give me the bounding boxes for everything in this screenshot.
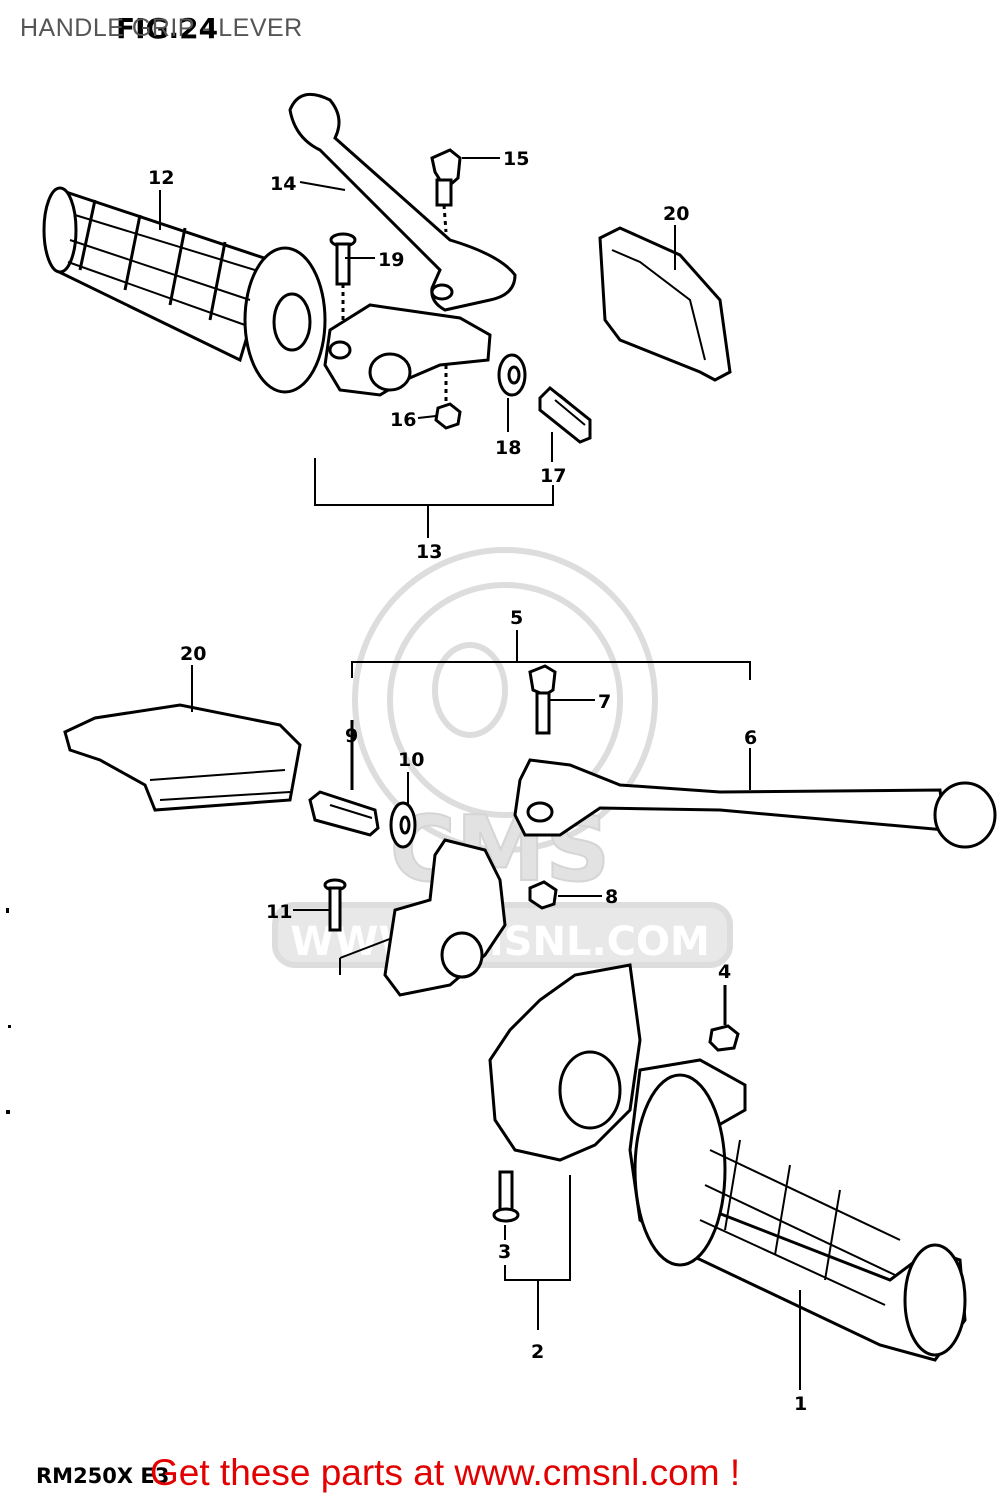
part-4-cap — [708, 985, 740, 1052]
part-7-pivot-bolt — [528, 664, 557, 735]
bracket-5 — [351, 630, 751, 680]
callout-9: 9 — [345, 725, 358, 747]
part-12-left-grip — [42, 186, 327, 394]
callout-13: 13 — [416, 541, 442, 563]
callout-14: 14 — [270, 173, 296, 195]
bracket-13 — [314, 458, 554, 538]
figure-label: FIG.24 — [116, 12, 219, 45]
callout-18: 18 — [495, 437, 521, 459]
callout-11: 11 — [266, 901, 292, 923]
bracket-2 — [504, 1175, 571, 1330]
callout-20-upper: 20 — [663, 203, 689, 225]
part-18-washer — [497, 353, 527, 397]
part-20-upper-lever-cover — [598, 226, 732, 382]
callout-1: 1 — [794, 1393, 807, 1415]
get-parts-link[interactable]: Get these parts at www.cmsnl.com ! — [150, 1452, 741, 1493]
part-19-bracket-screw — [329, 232, 357, 330]
part-3-housing-screw — [492, 1170, 520, 1223]
part-1-right-grip — [628, 1058, 967, 1362]
lower-lever-bracket — [383, 838, 507, 997]
callout-8: 8 — [605, 886, 618, 908]
callout-6: 6 — [744, 727, 757, 749]
callouts: 12 14 15 19 20 16 18 17 13 5 20 7 9 6 10… — [148, 148, 807, 1415]
model-code: RM250X E3 — [36, 1464, 170, 1488]
part-16-nut — [434, 365, 462, 430]
callout-2: 2 — [531, 1341, 544, 1363]
callout-10: 10 — [398, 749, 424, 771]
callout-3: 3 — [498, 1241, 511, 1263]
part-6-brake-lever — [513, 758, 997, 849]
part-13-lever-bracket — [323, 303, 492, 397]
callout-19: 19 — [378, 249, 404, 271]
part-14-clutch-lever — [288, 92, 517, 312]
part-2-throttle-housing — [488, 963, 642, 1162]
callout-7: 7 — [598, 691, 611, 713]
part-15-pivot-bolt — [430, 148, 462, 233]
leader-lines — [159, 157, 801, 1390]
callout-12: 12 — [148, 167, 174, 189]
part-9-adjuster-bolt — [308, 720, 380, 837]
callout-16: 16 — [390, 409, 416, 431]
part-17-adjuster-bolt — [538, 385, 592, 444]
callout-5: 5 — [510, 607, 523, 629]
callout-4: 4 — [718, 961, 731, 983]
callout-20-lower: 20 — [180, 643, 206, 665]
part-20-lower-lever-cover — [63, 703, 302, 812]
callout-15: 15 — [503, 148, 529, 170]
part-10-washer — [389, 801, 417, 849]
part-8-nut — [528, 880, 558, 910]
page-title: HANDLE GRIP - LEVER — [20, 14, 303, 42]
callout-17: 17 — [540, 465, 566, 487]
edge-marks — [6, 908, 11, 1114]
